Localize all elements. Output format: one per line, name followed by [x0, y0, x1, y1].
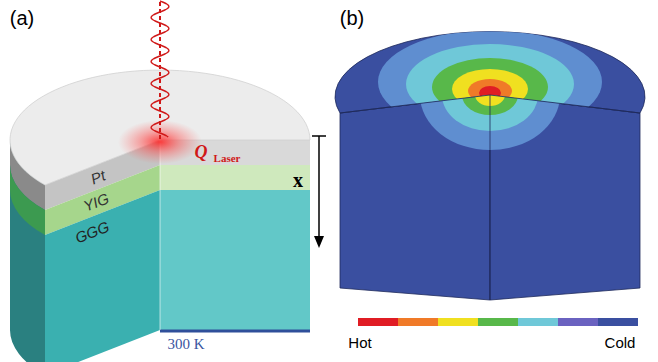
- color-bar-segment: [518, 318, 558, 326]
- left-ggg: [45, 190, 160, 362]
- colorbar-label: Cold: [605, 335, 636, 350]
- sample-b: [335, 30, 645, 326]
- right-ggg: [160, 190, 310, 330]
- color-bar-segment: [478, 318, 518, 326]
- color-bar-segment: [358, 318, 398, 326]
- colorbar-label: Hot: [348, 335, 371, 350]
- heat-symbol: Q: [195, 143, 208, 161]
- sample-a: [10, 1, 326, 362]
- laser-spot: [118, 120, 202, 164]
- color-bar-segment: [398, 318, 438, 326]
- laser-wave: [151, 1, 169, 137]
- right-yig: [160, 165, 310, 190]
- depth-label: x: [293, 170, 303, 190]
- depth-arrowhead: [314, 236, 324, 248]
- color-bar: [358, 318, 638, 326]
- cut-edges: [340, 95, 640, 300]
- panel-label: (a): [10, 8, 34, 28]
- inner-edge: [160, 140, 161, 330]
- heat-sink-line: [160, 330, 310, 333]
- color-bar-segment: [438, 318, 478, 326]
- color-bar-segment: [558, 318, 598, 326]
- depth-arrow: [318, 136, 320, 240]
- panel-label: (b): [340, 8, 364, 28]
- color-bar-segment: [598, 318, 638, 326]
- temperature-label: 300 K: [167, 337, 204, 352]
- heat-subscript: Laser: [214, 153, 241, 164]
